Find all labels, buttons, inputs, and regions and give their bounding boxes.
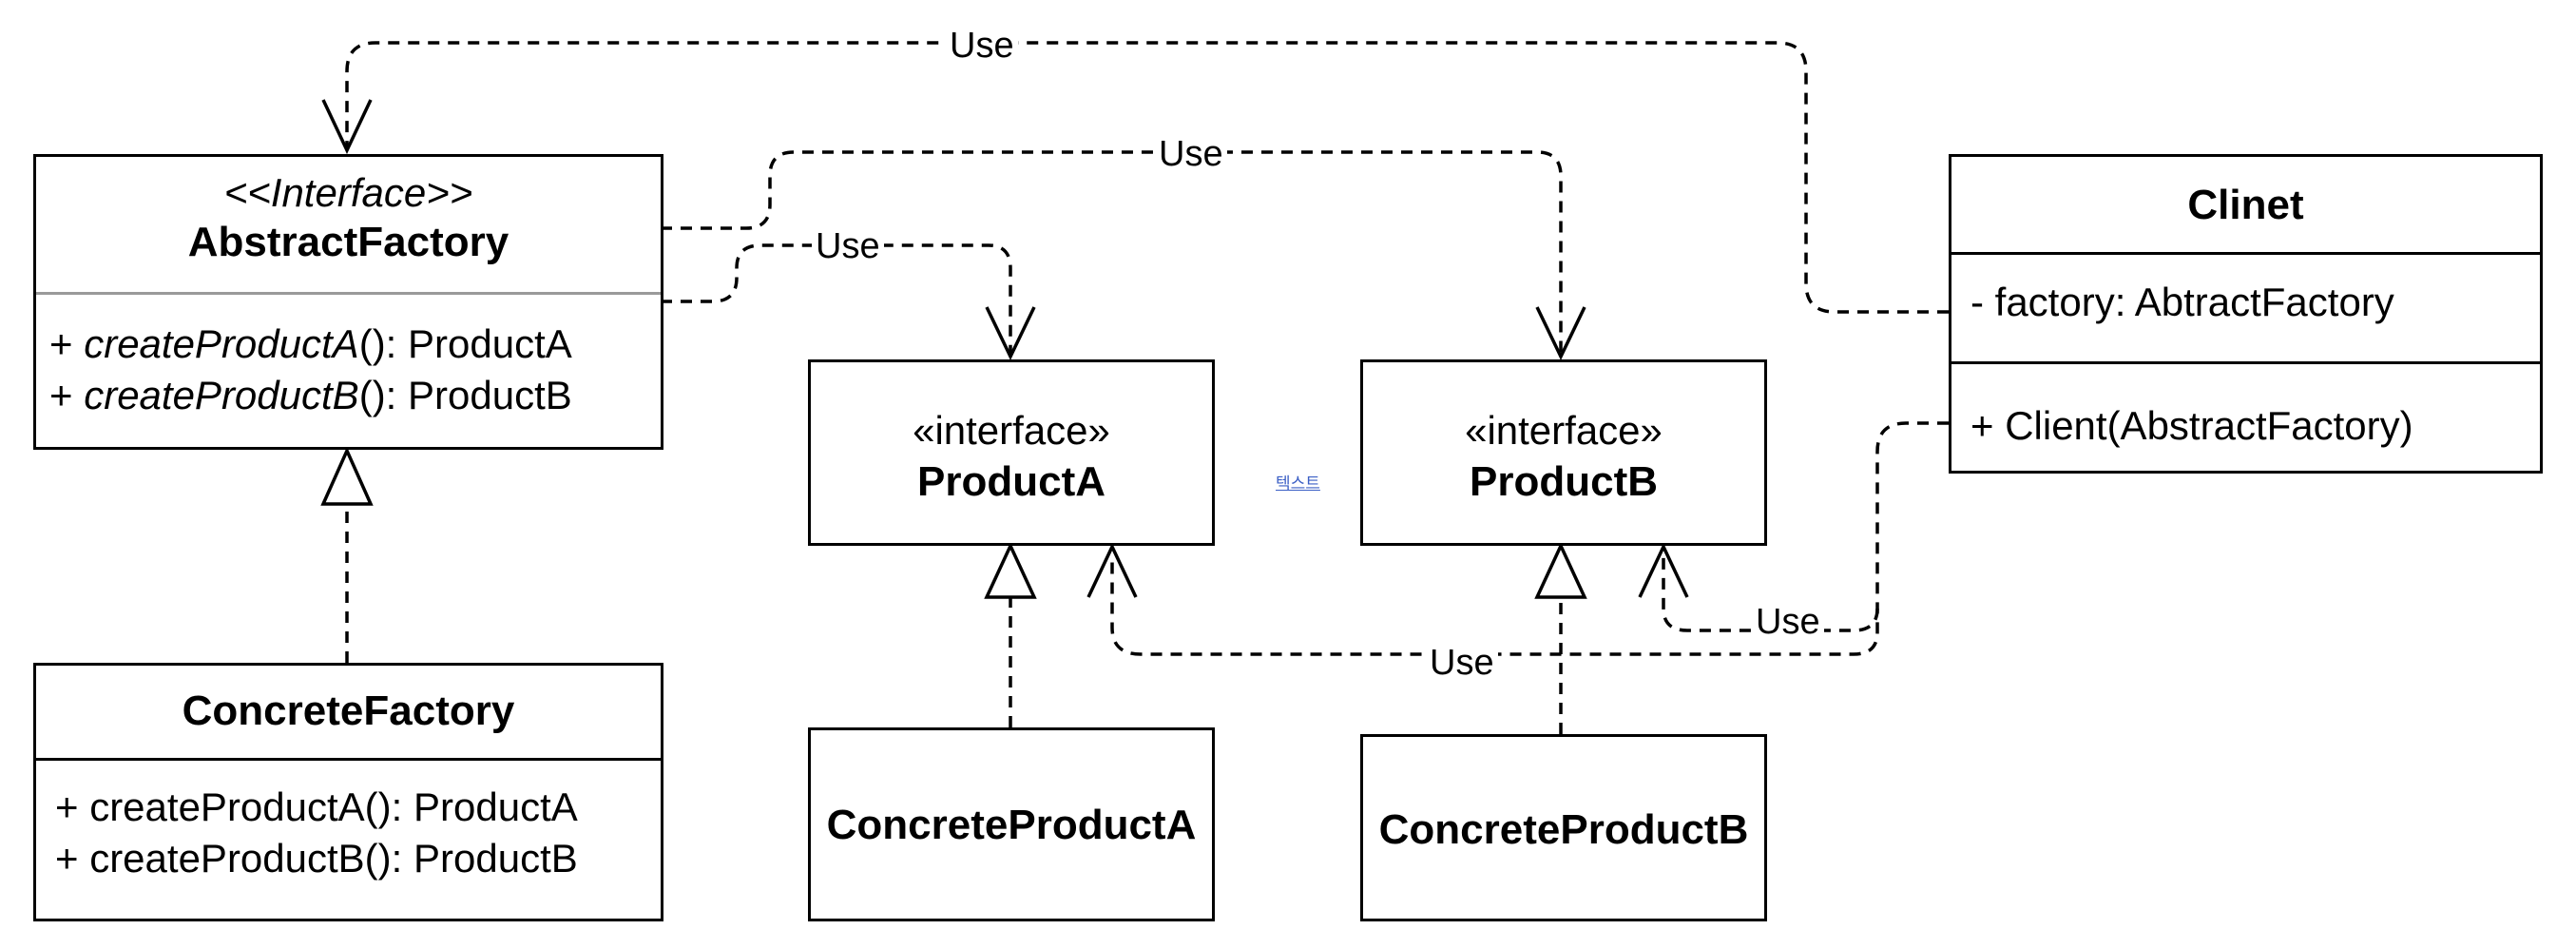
- realization-triangle-abstractfactory: [320, 446, 374, 506]
- use-label-abstractfactory-productb: Use: [1155, 135, 1227, 173]
- client-divider-top: [1951, 252, 2540, 255]
- realization-triangle-producta: [984, 541, 1037, 599]
- abstract-factory-methods: + createProductA(): ProductA + createPro…: [49, 319, 661, 421]
- abstract-factory-class[interactable]: <<Interface>> AbstractFactory + createPr…: [33, 154, 663, 450]
- product-b-stereotype: «interface»: [1465, 408, 1663, 453]
- abstract-factory-name: AbstractFactory: [187, 219, 509, 265]
- abstract-factory-stereotype: <<Interface>>: [223, 170, 473, 215]
- use-abstractfactory-productb-edge: [661, 150, 1563, 357]
- concrete-factory-name: ConcreteFactory: [182, 688, 515, 734]
- concrete-product-a-name: ConcreteProductA: [826, 802, 1197, 848]
- concrete-factory-methods: + createProductA(): ProductA + createPro…: [55, 782, 661, 884]
- use-client-abstractfactory-edge: [345, 41, 1949, 314]
- product-b-header: «interface» ProductB: [1363, 405, 1764, 508]
- abstract-factory-header: <<Interface>> AbstractFactory: [36, 168, 661, 267]
- concrete-factory-method: + createProductB(): ProductB: [55, 836, 578, 881]
- use-label-client-abstractfactory: Use: [946, 27, 1018, 65]
- concrete-product-b-class[interactable]: ConcreteProductB: [1360, 734, 1767, 921]
- product-a-stereotype: «interface»: [913, 408, 1110, 453]
- concrete-factory-divider: [36, 758, 661, 761]
- product-b-name: ProductB: [1470, 458, 1658, 505]
- arrowhead-producta-top: [985, 306, 1036, 361]
- use-client-productb-edge: [1662, 556, 1879, 632]
- arrowhead-abstractfactory: [321, 99, 373, 155]
- client-class[interactable]: Clinet - factory: AbtractFactory + Clien…: [1949, 154, 2543, 474]
- abstract-factory-method: + createProductB(): ProductB: [49, 373, 572, 417]
- abstract-factory-divider: [36, 292, 661, 295]
- use-label-client-productb: Use: [1752, 603, 1824, 641]
- concrete-product-a-class[interactable]: ConcreteProductA: [808, 727, 1215, 921]
- client-name: Clinet: [2187, 182, 2304, 228]
- product-b-interface[interactable]: «interface» ProductB: [1360, 359, 1767, 546]
- realization-triangle-productb: [1534, 541, 1587, 599]
- product-a-header: «interface» ProductA: [811, 405, 1212, 508]
- use-label-abstractfactory-producta: Use: [812, 227, 884, 265]
- use-label-client-producta: Use: [1426, 644, 1498, 682]
- arrowhead-producta-bottom: [1086, 542, 1138, 598]
- placeholder-text-link[interactable]: 텍스트: [1276, 474, 1320, 493]
- use-client-producta-edge: [1110, 421, 1949, 656]
- arrowhead-productb-bottom: [1638, 542, 1689, 598]
- product-a-interface[interactable]: «interface» ProductA: [808, 359, 1215, 546]
- concrete-factory-class[interactable]: ConcreteFactory + createProductA(): Prod…: [33, 663, 663, 921]
- product-a-name: ProductA: [917, 458, 1105, 505]
- arrowhead-productb-top: [1535, 306, 1586, 361]
- concrete-product-b-name: ConcreteProductB: [1378, 806, 1749, 853]
- concrete-factory-method: + createProductA(): ProductA: [55, 784, 578, 829]
- use-abstractfactory-producta-edge: [661, 243, 1012, 357]
- client-attribute: - factory: AbtractFactory: [1970, 280, 2394, 324]
- client-divider-bottom: [1951, 361, 2540, 364]
- client-method: + Client(AbstractFactory): [1970, 403, 2413, 448]
- abstract-factory-method: + createProductA(): ProductA: [49, 321, 572, 366]
